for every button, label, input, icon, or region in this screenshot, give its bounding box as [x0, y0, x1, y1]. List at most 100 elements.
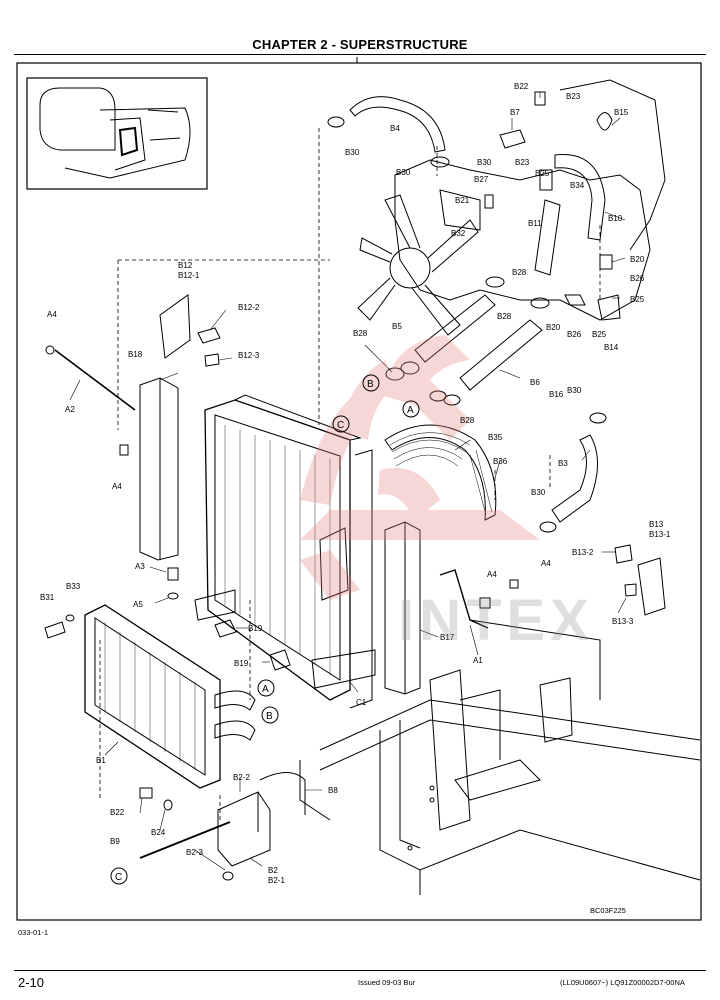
label-c1: C1	[356, 698, 367, 707]
cooler-b1	[44, 604, 256, 789]
label-b9: B9	[110, 837, 120, 846]
callout-b-bottom	[261, 706, 279, 724]
bracket-b18	[139, 377, 179, 561]
label-b20: B20	[546, 323, 561, 332]
label-b23: B23	[515, 158, 530, 167]
page-title: CHAPTER 2 - SUPERSTRUCTURE	[252, 37, 468, 52]
watermark-logo	[300, 335, 540, 600]
label-b13-2: B13-2	[572, 548, 594, 557]
header-rule	[14, 54, 706, 55]
label-b26: B26	[567, 330, 582, 339]
label-a4: A4	[47, 310, 57, 319]
label-b5: B5	[392, 322, 402, 331]
label-b33: B33	[66, 582, 81, 591]
label-b13-1: B13-1	[649, 530, 671, 539]
fan-shroud	[384, 424, 497, 521]
callout-c-top-text: C	[337, 420, 344, 431]
label-b24: B24	[151, 828, 166, 837]
label-a4: A4	[541, 559, 551, 568]
callout-a-bottom	[257, 679, 275, 697]
hose-b4	[349, 96, 446, 153]
label-b30: B30	[396, 168, 411, 177]
hose-clamps	[327, 116, 607, 533]
label-a1: A1	[473, 656, 483, 665]
fittings-top	[484, 91, 621, 321]
watermark-text: INTEX	[398, 588, 594, 653]
page-number: 2-10	[18, 975, 45, 990]
callout-a-bottom-text: A	[262, 684, 269, 695]
label-a2: A2	[65, 405, 75, 414]
label-b28: B28	[353, 329, 368, 338]
label-b16: B16	[549, 390, 564, 399]
label-b28: B28	[460, 416, 475, 425]
figure-id: 033-01-1	[18, 928, 49, 937]
rod-a1	[439, 569, 489, 629]
callout-a-top-text: A	[407, 405, 414, 416]
footer-rule	[14, 970, 706, 971]
hose-b6	[459, 319, 543, 391]
label-b25: B25	[630, 295, 645, 304]
callout-b-top-text: B	[367, 379, 374, 390]
label-b17: B17	[440, 633, 455, 642]
hose-b3	[551, 434, 598, 523]
label-b18: B18	[128, 350, 143, 359]
label-b25: B25	[592, 330, 607, 339]
label-b19: B19	[234, 659, 249, 668]
callout-a-top	[402, 400, 420, 418]
label-b20: B20	[630, 255, 645, 264]
radiator-assembly	[194, 394, 376, 709]
label-b12-3: B12-3	[238, 351, 260, 360]
cube-b19-b	[269, 649, 291, 671]
label-a3: A3	[135, 562, 145, 571]
label-b34: B34	[570, 181, 585, 190]
label-b14: B14	[604, 343, 619, 352]
label-b22: B22	[110, 808, 125, 817]
label-b11: B11	[528, 219, 542, 228]
label-b28: B28	[497, 312, 512, 321]
label-b31: B31	[40, 593, 55, 602]
label-b30: B30	[567, 386, 582, 395]
callout-b-bottom-text: B	[266, 711, 273, 722]
label-b13-3: B13-3	[612, 617, 634, 626]
label-a4: A4	[112, 482, 122, 491]
part-labels: B22 B23 B15 B7 B4 B30 B30 B30 B23 B34 B2…	[40, 82, 671, 885]
plate-b12	[159, 294, 191, 359]
label-b28: B28	[512, 268, 527, 277]
callouts	[110, 374, 420, 885]
cube-b19-a	[214, 619, 237, 638]
block-b12-3	[204, 353, 220, 367]
label-b12: B12	[178, 261, 193, 270]
label-b26: B26	[630, 274, 645, 283]
label-b12-2: B12-2	[238, 303, 260, 312]
label-b13: B13	[649, 520, 664, 529]
callout-c-bottom-text: C	[115, 872, 122, 883]
plate-b13	[637, 557, 666, 616]
label-b2-1: B2-1	[268, 876, 285, 885]
label-b30: B30	[477, 158, 492, 167]
label-b7: B7	[510, 108, 520, 117]
issue-info: Issued 09-03 Bur	[358, 978, 416, 987]
callout-c-top	[332, 415, 350, 433]
block-b13-2	[614, 544, 633, 564]
label-b30: B30	[345, 148, 360, 157]
label-b25: B25	[535, 169, 550, 178]
label-b27: B27	[474, 175, 489, 184]
hose-b10	[554, 154, 606, 241]
label-a4: A4	[487, 570, 497, 579]
label-a5: A5	[133, 600, 143, 609]
callout-b-top	[362, 374, 380, 392]
label-b35: B35	[488, 433, 503, 442]
block-b13-3	[624, 583, 637, 597]
reservoir-b2	[139, 772, 306, 881]
label-b36: B36	[493, 457, 508, 466]
label-b23: B23	[566, 92, 581, 101]
label-b4: B4	[390, 124, 400, 133]
label-b2: B2	[268, 866, 278, 875]
label-b15: B15	[614, 108, 629, 117]
engine-block	[394, 79, 666, 321]
label-b22: B22	[514, 82, 529, 91]
machine-inset	[26, 77, 208, 190]
hose-b11	[534, 199, 561, 276]
label-b2-3: B2-3	[186, 848, 203, 857]
